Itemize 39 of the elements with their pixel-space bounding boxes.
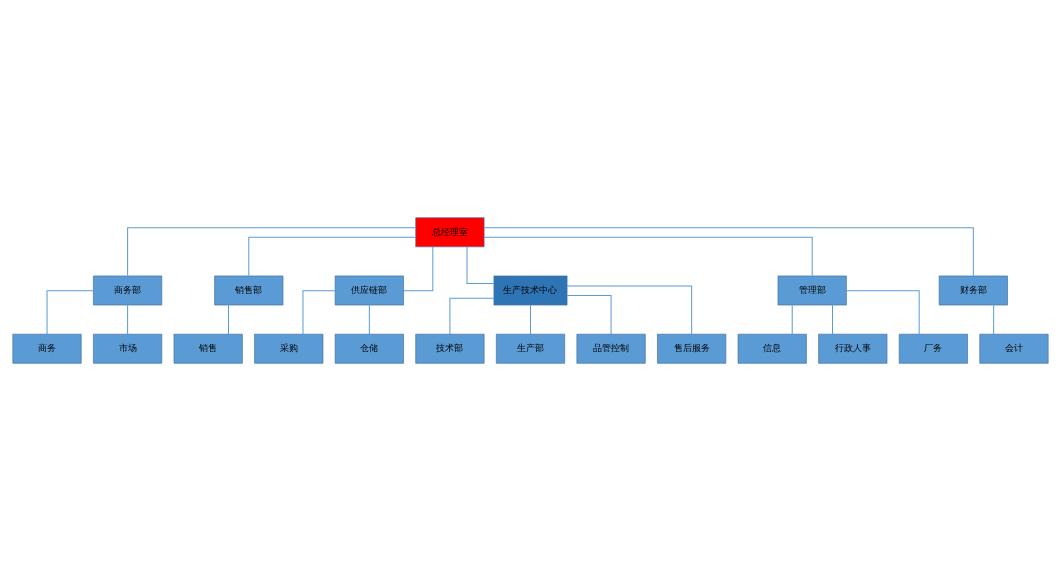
connector — [302, 290, 336, 335]
node-box: 行政人事 — [818, 333, 888, 364]
connector — [248, 236, 417, 277]
connector — [530, 304, 531, 335]
connector — [566, 285, 693, 335]
connector — [832, 304, 833, 335]
node-box: 管理部 — [777, 275, 847, 306]
connector — [127, 227, 416, 277]
node-box: 商务 — [12, 333, 82, 364]
node-box: 总经理室 — [415, 217, 485, 248]
node-box: 销售部 — [214, 275, 284, 306]
node-box: 品管控制 — [576, 333, 646, 364]
node-box: 采购 — [254, 333, 324, 364]
connector — [46, 290, 94, 335]
node-box: 信息 — [737, 333, 807, 364]
node-box: 供应链部 — [334, 275, 404, 306]
connector — [403, 246, 434, 292]
connector — [483, 227, 974, 277]
node-box: 生产技术中心 — [493, 275, 568, 306]
connector — [368, 304, 370, 335]
node-box: 仓储 — [334, 333, 404, 364]
connector — [466, 246, 495, 284]
connector — [228, 304, 229, 335]
node-box: 市场 — [93, 333, 163, 364]
node-box: 商务部 — [93, 275, 163, 306]
connector — [127, 304, 129, 335]
node-box: 销售 — [173, 333, 243, 364]
connector — [449, 297, 495, 335]
connector — [566, 295, 612, 335]
node-box: 售后服务 — [657, 333, 727, 364]
node-box: 财务部 — [938, 275, 1008, 306]
connector — [993, 304, 995, 335]
node-box: 生产部 — [495, 333, 566, 364]
node-box: 技术部 — [415, 333, 485, 364]
connector — [791, 304, 793, 335]
node-box: 厂务 — [898, 333, 968, 364]
connector — [846, 290, 920, 335]
node-box: 会计 — [979, 333, 1049, 364]
connector — [483, 236, 813, 277]
